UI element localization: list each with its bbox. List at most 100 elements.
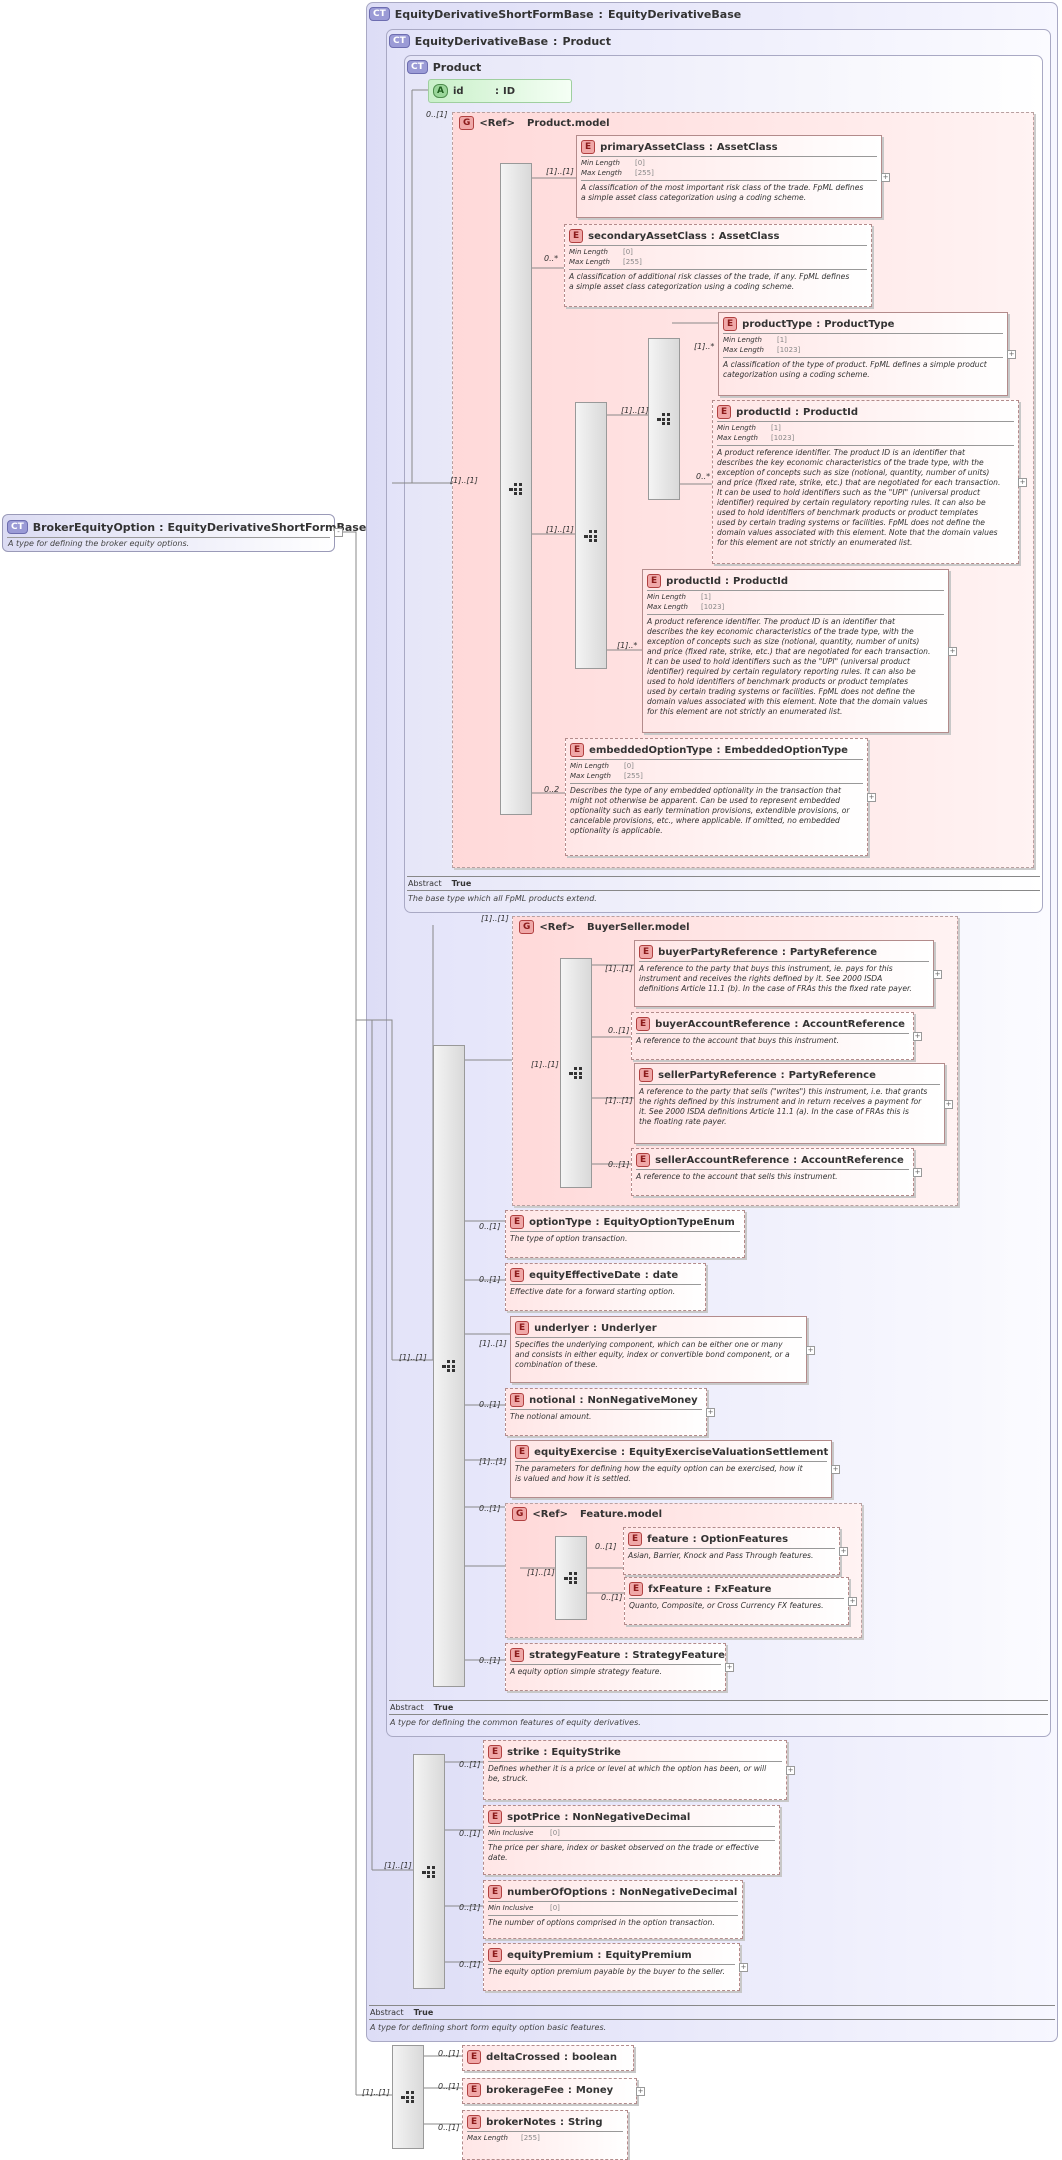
element-icon: E (510, 1648, 525, 1662)
element-type: ProductId (802, 406, 858, 418)
element-description: A reference to the party that sells ("wr… (639, 1087, 928, 1126)
sequence-producttype[interactable] (648, 338, 680, 500)
cardinality-spotprice: 0..[1] (459, 1829, 481, 1838)
expand-toggle[interactable]: + (948, 647, 957, 656)
sequence-buyerseller[interactable] (560, 958, 592, 1188)
cardinality-id: 0..[1] (426, 110, 448, 119)
element-type: PartyReference (789, 946, 878, 958)
element-description: A product reference identifier. The prod… (717, 448, 1001, 547)
element-description: Specifies the underlying component, whic… (515, 1340, 790, 1369)
element-description: The type of option transaction. (510, 1234, 628, 1243)
expand-toggle[interactable]: + (831, 1465, 840, 1474)
expand-toggle[interactable]: + (913, 1168, 922, 1177)
choice-productid[interactable] (575, 402, 607, 669)
element-icon: E (639, 945, 654, 959)
element-type: Money (575, 2084, 614, 2096)
expand-toggle[interactable]: + (839, 1547, 848, 1556)
cardinality-underlyer: [1]..[1] (479, 1339, 507, 1348)
max-length-facet: Max Length[1023] (647, 603, 725, 611)
expand-toggle[interactable]: + (1007, 350, 1016, 359)
cardinality-brokeragefee: 0..[1] (438, 2082, 460, 2091)
cardinality-embeddedoptiontype: 0..2 (544, 785, 560, 794)
expand-toggle[interactable]: + (944, 1099, 953, 1109)
expand-toggle[interactable]: + (725, 1663, 734, 1672)
expand-toggle[interactable]: + (848, 1597, 857, 1606)
expand-toggle[interactable]: + (786, 1766, 795, 1775)
cardinality-producttype: [1]..* (694, 342, 715, 351)
element-name: fxFeature (648, 1583, 703, 1595)
element-description: A classification of the most important r… (581, 183, 864, 202)
element-icon: E (488, 1745, 503, 1759)
element-icon: E (647, 574, 662, 588)
sequence-product[interactable] (500, 163, 532, 815)
cardinality-feature: 0..[1] (595, 1542, 617, 1551)
element-icon: E (636, 1153, 651, 1167)
cardinality-seq_short: [1]..[1] (384, 1861, 412, 1870)
min-length-facet: Min Length[1] (723, 336, 787, 344)
expand-toggle[interactable]: + (913, 1032, 922, 1041)
element-name: strategyFeature (529, 1649, 621, 1661)
element-name: productId (736, 406, 791, 418)
element-type: EquityExerciseValuationSettlement (629, 1446, 829, 1458)
cardinality-brokernotes: 0..[1] (438, 2123, 460, 2132)
cardinality-optiontype: 0..[1] (479, 1222, 501, 1231)
element-name: spotPrice (507, 1811, 561, 1823)
sequence-shortformbase[interactable] (413, 1754, 445, 1989)
sequence-feature[interactable] (555, 1536, 587, 1620)
element-name: productType (742, 318, 813, 330)
expand-toggle[interactable]: + (933, 969, 942, 979)
min-inclusive-facet: Min Inclusive[0] (488, 1904, 560, 1912)
element-description: Asian, Barrier, Knock and Pass Through f… (628, 1551, 814, 1560)
element-icon: E (581, 140, 596, 154)
sequence-equityderivativebase[interactable] (433, 1045, 465, 1687)
expand-toggle[interactable]: + (739, 1963, 748, 1972)
element-icon: E (515, 1445, 530, 1459)
expand-toggle[interactable]: + (806, 1345, 815, 1355)
element-name: numberOfOptions (507, 1886, 608, 1898)
sequence-brokerequityoption[interactable] (392, 2045, 424, 2149)
expand-toggle[interactable]: + (1018, 478, 1027, 487)
expand-toggle[interactable]: - (334, 528, 343, 537)
expand-toggle[interactable]: + (881, 172, 890, 182)
ct-name: EquityDerivativeShortFormBase (394, 7, 594, 21)
expand-toggle[interactable]: + (867, 793, 876, 802)
expand-toggle[interactable]: + (706, 1408, 715, 1417)
element-description: A reference to the account that buys thi… (636, 1036, 839, 1045)
expand-toggle[interactable]: + (636, 2087, 645, 2096)
ct-basetype: EquityDerivativeBase (607, 7, 742, 21)
